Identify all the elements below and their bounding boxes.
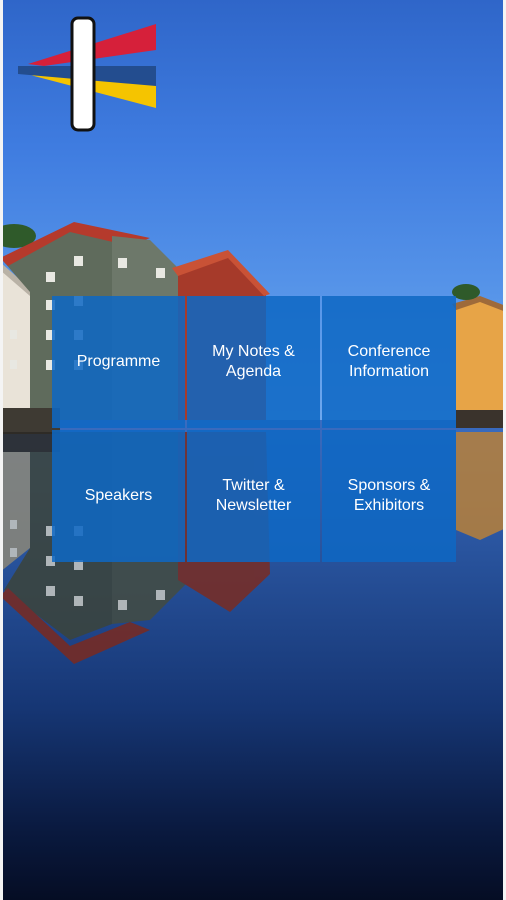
conference-information-label: Conference Information (347, 343, 431, 380)
programme-label: Programme (76, 353, 161, 370)
yellow-warehouse (456, 300, 506, 420)
conference-flag-logo-icon (14, 14, 160, 134)
programme-tile[interactable]: Programme (52, 296, 185, 428)
sponsors-exhibitors-label: Sponsors & Exhibitors (347, 477, 431, 514)
twitter-newsletter-tile[interactable]: Twitter & Newsletter (187, 430, 320, 562)
speakers-tile[interactable]: Speakers (52, 430, 185, 562)
my-notes-agenda-label: My Notes & Agenda (212, 343, 295, 380)
white-house (0, 268, 30, 415)
tree-left (0, 224, 36, 248)
right-edge (503, 0, 506, 900)
sponsors-exhibitors-tile[interactable]: Sponsors & Exhibitors (322, 430, 456, 562)
main-menu-grid: Programme My Notes & Agenda Conference I… (52, 296, 456, 562)
conference-information-tile[interactable]: Conference Information (322, 296, 456, 428)
wooden-pier (0, 408, 60, 434)
speakers-label: Speakers (84, 487, 153, 504)
left-edge (0, 0, 3, 900)
twitter-newsletter-label: Twitter & Newsletter (215, 477, 292, 514)
my-notes-agenda-tile[interactable]: My Notes & Agenda (187, 296, 320, 428)
green-warehouse-roof (0, 222, 150, 266)
